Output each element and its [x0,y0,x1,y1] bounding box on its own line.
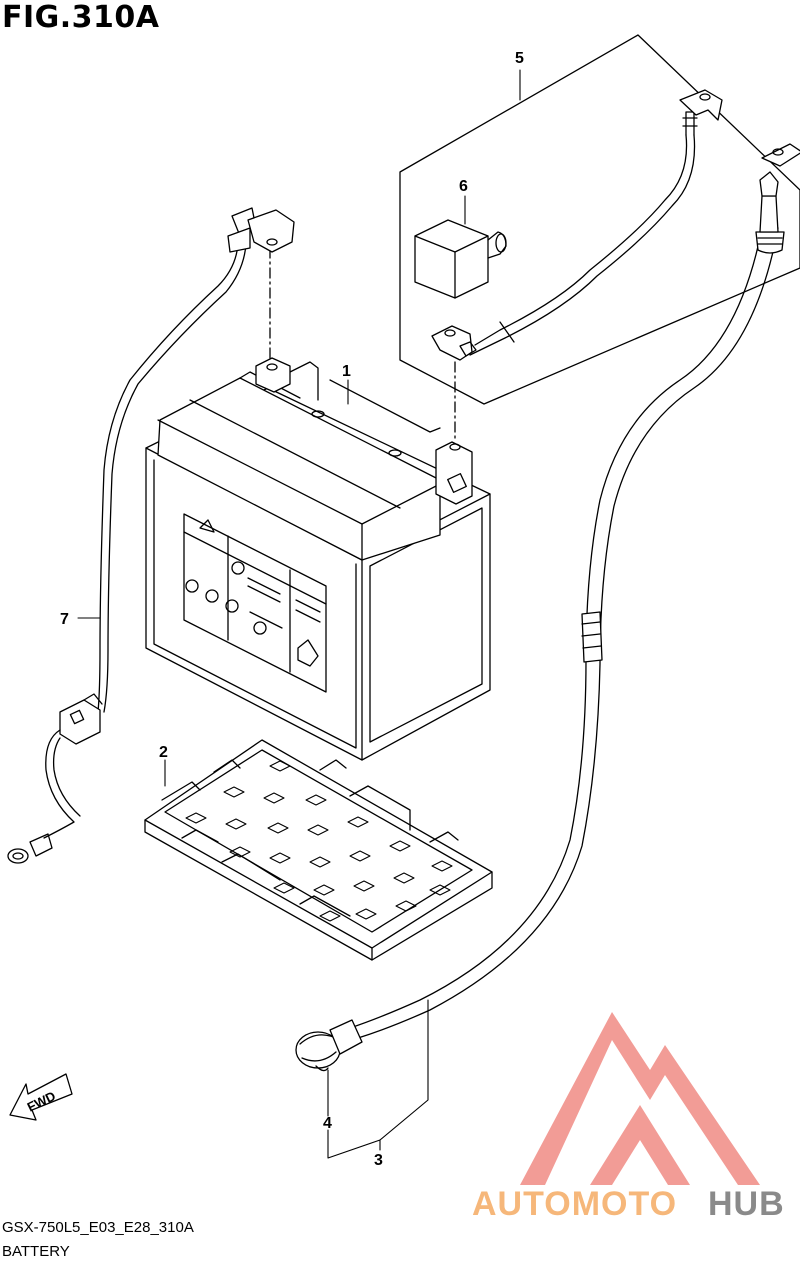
part-7-ground-cable [7,207,295,864]
part-6-terminal-cover [414,219,507,299]
callout-5: 5 [515,50,524,67]
callout-leaders [77,69,521,1159]
watermark-logo: AUTOMOTO HUB [472,1012,785,1223]
part-4-cable-boot [295,1019,363,1072]
model-code: GSX-750L5_E03_E28_310A [2,1219,194,1236]
part-3-main-cable [349,143,800,1039]
part-1-battery [145,357,491,761]
part-2-battery-tray [144,739,493,961]
forward-arrow-icon: FWD [9,1073,73,1121]
callout-2: 2 [159,744,168,761]
fwd-label: FWD [25,1088,58,1114]
callout-labels: 1 2 3 4 5 6 7 [60,50,524,1169]
figure-title: FIG.310A [2,0,160,35]
section-name: BATTERY [2,1243,70,1260]
part-5-positive-cable [431,89,723,361]
watermark-triangle-icon [520,1012,760,1185]
callout-3: 3 [374,1152,383,1169]
callout-6: 6 [459,178,468,195]
callout-4: 4 [323,1115,332,1132]
callout-1: 1 [342,363,351,380]
watermark-word-2: HUB [708,1185,785,1223]
part-5-panel [399,34,800,405]
watermark-word-1: AUTOMOTO [472,1185,677,1223]
callout-7: 7 [60,611,69,628]
